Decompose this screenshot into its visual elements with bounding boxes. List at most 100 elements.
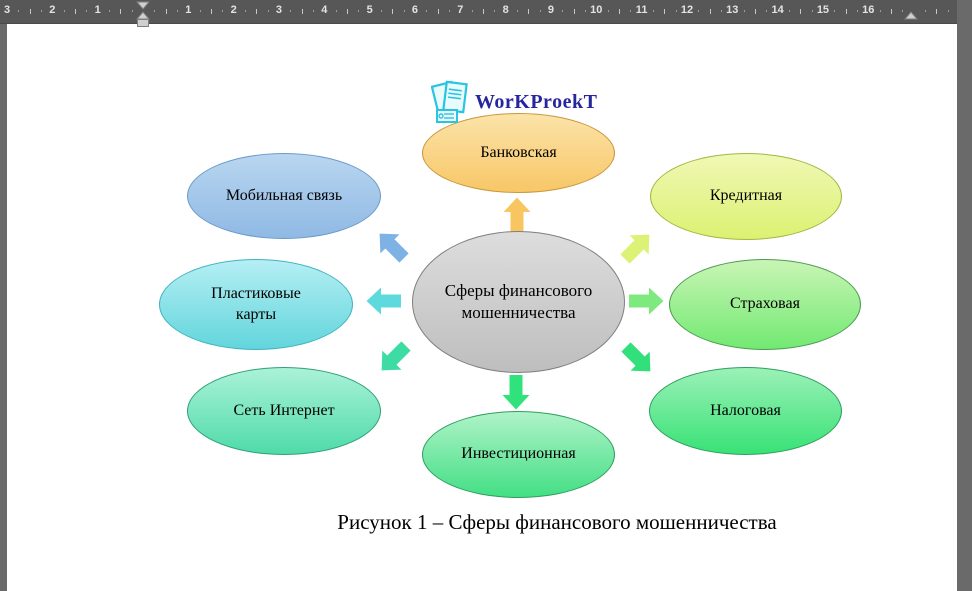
documents-icon: [431, 80, 468, 123]
ruler-quarter-tick: [267, 10, 269, 12]
ruler-half-tick: [29, 9, 31, 14]
ruler-half-tick: [528, 9, 530, 14]
arrow-up-right[interactable]: [615, 225, 658, 268]
ruler-half-tick: [800, 9, 802, 14]
node-tax[interactable]: Налоговая: [649, 367, 842, 455]
node-center-fraud-spheres[interactable]: Сферы финансового мошенничества: [412, 231, 625, 373]
node-plastic-cards[interactable]: Пластиковые карты: [159, 259, 353, 350]
ruler-half-tick: [120, 9, 122, 14]
ruler-half-tick: [664, 9, 666, 14]
ruler-number: 8: [502, 4, 509, 16]
first-line-indent-marker[interactable]: [135, 1, 151, 10]
ruler-quarter-tick: [539, 10, 541, 12]
ruler-half-tick: [845, 9, 847, 14]
ruler-number: 5: [366, 4, 373, 16]
ruler-quarter-tick: [562, 10, 564, 12]
right-indent-marker[interactable]: [903, 11, 919, 20]
ruler-quarter-tick: [335, 10, 337, 12]
workproekt-logo[interactable]: WorKProekT: [431, 79, 597, 125]
ruler-half-tick: [346, 9, 348, 14]
ruler-quarter-tick: [698, 10, 700, 12]
ruler-quarter-tick: [516, 10, 518, 12]
ruler-number: 13: [726, 4, 739, 16]
ruler-quarter-tick: [607, 10, 609, 12]
ruler-quarter-tick: [86, 10, 88, 12]
ruler-quarter-tick: [856, 10, 858, 12]
ruler-quarter-tick: [652, 10, 654, 12]
ruler-number: 1: [94, 4, 101, 16]
arrow-down-left[interactable]: [372, 336, 415, 379]
arrow-down[interactable]: [502, 375, 530, 410]
arrow-up[interactable]: [503, 197, 531, 233]
ruler-half-tick: [936, 9, 938, 14]
arrow-down-right[interactable]: [616, 337, 659, 380]
node-label: Налоговая: [710, 401, 781, 419]
ruler-quarter-tick: [902, 10, 904, 12]
ruler-quarter-tick: [63, 10, 65, 12]
ruler-number: 2: [49, 4, 56, 16]
node-label: Кредитная: [709, 187, 783, 205]
figure-caption[interactable]: Рисунок 1 – Сферы финансового мошенничес…: [337, 510, 777, 534]
ruler-quarter-tick: [176, 10, 178, 12]
ruler-number: 9: [547, 4, 555, 16]
node-label: Сферы финансового мошенничества: [444, 280, 593, 322]
ruler-number: 3: [3, 4, 11, 16]
ruler-quarter-tick: [131, 10, 133, 12]
ruler-number: 10: [590, 4, 603, 16]
ruler-number: 16: [862, 4, 875, 16]
ruler-number: 1: [185, 4, 192, 16]
ruler-half-tick: [754, 9, 756, 14]
ruler-half-tick: [890, 9, 892, 14]
node-mobile[interactable]: Мобильная связь: [187, 153, 381, 239]
ruler-half-tick: [709, 9, 711, 14]
arrow-up-left[interactable]: [370, 224, 413, 267]
arrow-left[interactable]: [366, 287, 402, 315]
node-label: Страховая: [730, 295, 800, 313]
ruler-quarter-tick: [199, 10, 201, 12]
ruler-quarter-tick: [290, 10, 292, 12]
ruler-quarter-tick: [312, 10, 314, 12]
ruler-quarter-tick: [358, 10, 360, 12]
ruler-quarter-tick: [448, 10, 450, 12]
ruler-number: 14: [771, 4, 784, 16]
ruler-quarter-tick: [879, 10, 881, 12]
node-insurance[interactable]: Страховая: [669, 259, 861, 350]
ruler-half-tick: [301, 9, 303, 14]
ruler-quarter-tick: [743, 10, 745, 12]
ruler-quarter-tick: [766, 10, 768, 12]
ruler-quarter-tick: [18, 10, 20, 12]
indent-markers: [135, 1, 919, 27]
node-credit[interactable]: Кредитная: [650, 153, 842, 240]
node-label: Банковская: [480, 143, 557, 161]
logo-text: WorKProekT: [475, 90, 598, 113]
ruler-half-tick: [618, 9, 620, 14]
ruler-half-tick: [437, 9, 439, 14]
ruler-quarter-tick: [924, 10, 926, 12]
node-internet[interactable]: Сеть Интернет: [187, 367, 381, 455]
node-label: Мобильная связь: [225, 186, 343, 204]
ruler-quarter-tick: [675, 10, 677, 12]
left-indent-marker[interactable]: [137, 19, 149, 27]
ruler-quarter-tick: [788, 10, 790, 12]
node-investment[interactable]: Инвестиционная: [422, 411, 615, 498]
ruler-number: 7: [457, 4, 464, 16]
ruler-number: 12: [680, 4, 694, 16]
ruler-quarter-tick: [630, 10, 632, 12]
ruler-quarter-tick: [494, 10, 496, 12]
ruler-quarter-tick: [720, 10, 722, 12]
ruler-half-tick: [75, 9, 76, 14]
ruler-quarter-tick: [109, 10, 110, 12]
ruler-number: 3: [275, 4, 283, 16]
ruler-number: 11: [635, 4, 648, 16]
hanging-indent-marker[interactable]: [135, 11, 151, 20]
ruler-number: 15: [816, 4, 830, 16]
node-banking[interactable]: Банковская: [422, 113, 615, 193]
node-label: Пластиковые карты: [211, 284, 301, 323]
arrow-right[interactable]: [629, 287, 664, 315]
ruler-number: 6: [411, 4, 419, 16]
ruler-number: 4: [321, 4, 328, 16]
ruler-number: 2: [230, 4, 237, 16]
